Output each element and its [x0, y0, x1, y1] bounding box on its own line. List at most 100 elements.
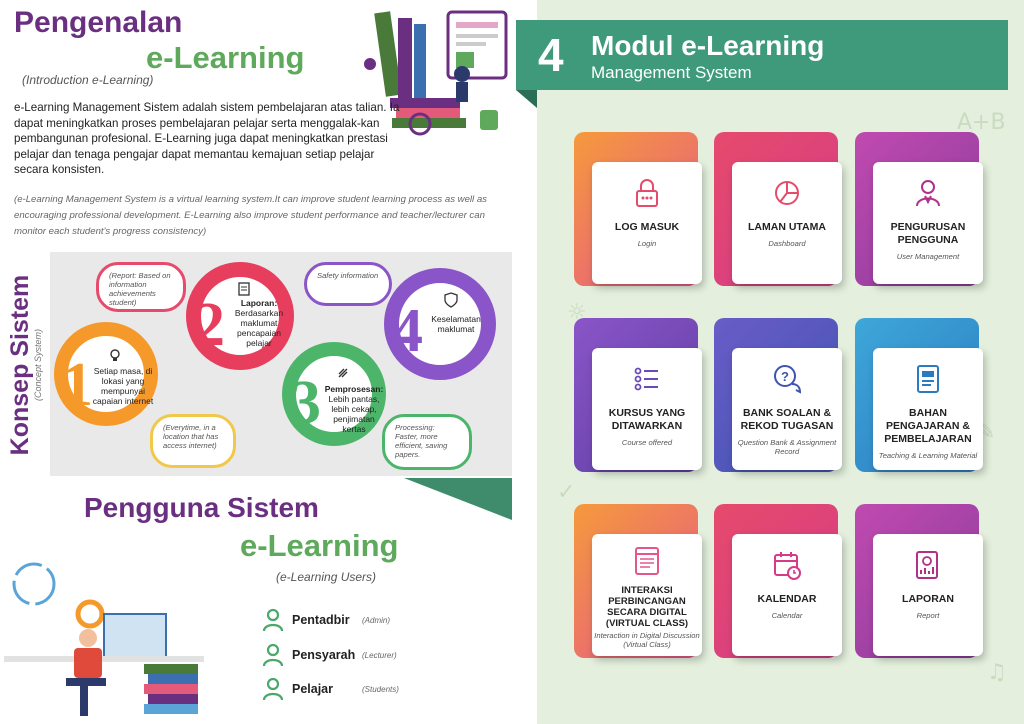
- concept-title: Konsep Sistem: [6, 274, 34, 456]
- report-icon: [916, 551, 938, 579]
- user-row-lecturer: Pensyarah (Lecturer): [262, 643, 397, 667]
- card-face: LAPORAN Report: [873, 534, 983, 656]
- question-chat-icon: ?: [774, 365, 802, 394]
- card-label: LAPORAN: [902, 593, 954, 605]
- modules-title: Modul e-Learning: [591, 30, 825, 61]
- concept-note-3: Processing: Faster, more efficient, savi…: [382, 414, 472, 470]
- left-panel: Pengenalan e-Learning (Introduction e-Le…: [0, 6, 512, 716]
- card-english: Login: [637, 239, 657, 248]
- module-card-calendar[interactable]: KALENDAR Calendar: [714, 504, 842, 658]
- card-face: BAHAN PENGAJARAN & PEMBELAJARAN Teaching…: [873, 348, 983, 470]
- section-divider-triangle: [404, 478, 512, 520]
- card-label: LOG MASUK: [614, 221, 680, 233]
- module-card-question-bank[interactable]: ? BANK SOALAN & REKOD TUGASAN Question B…: [714, 318, 842, 472]
- card-face: KALENDAR Calendar: [732, 534, 842, 656]
- concept-number-3: 3: [290, 369, 321, 437]
- doodle-icon: A+B: [957, 110, 1006, 135]
- users-title: Pengguna Sistem: [84, 492, 319, 523]
- intro-paragraph: e-Learning Management Sistem adalah sist…: [14, 101, 400, 176]
- concept-side: [0, 252, 50, 476]
- student-laptop-illustration-icon: [4, 562, 204, 716]
- user-name: Pentadbir: [292, 613, 350, 627]
- user-icon: [262, 677, 284, 701]
- user-row-admin: Pentadbir (Admin): [262, 608, 390, 632]
- card-label: PENGURUSAN PENGGUNA: [890, 221, 966, 246]
- concept-desc-2: Berdasarkan maklumat pencapaian pelajar: [234, 308, 284, 348]
- module-card-login[interactable]: LOG MASUK Login: [574, 132, 702, 286]
- card-english: Question Bank & Assignment Record: [737, 438, 837, 456]
- card-face: KURSUS YANG DITAWARKAN Course offered: [592, 348, 702, 470]
- shield-icon: [444, 292, 458, 308]
- card-english: Course offered: [621, 438, 673, 447]
- intro-title: Pengenalan: [14, 6, 183, 39]
- module-card-report[interactable]: LAPORAN Report: [855, 504, 983, 658]
- concept-number-2: 2: [194, 291, 225, 359]
- module-card-dashboard[interactable]: LAMAN UTAMA Dashboard: [714, 132, 842, 286]
- card-face: PENGURUSAN PENGGUNA User Management: [873, 162, 983, 284]
- svg-text:?: ?: [781, 369, 789, 384]
- concept-note-2: (Report: Based on information achievemen…: [96, 262, 186, 312]
- intro-english: (Introduction e-Learning): [22, 73, 154, 87]
- user-icon: [262, 643, 284, 667]
- concept-bold-3: Pemprosesan:: [324, 384, 384, 394]
- card-english: Dashboard: [768, 239, 806, 248]
- concept-note-1: (Everytime, in a location that has acces…: [150, 414, 236, 468]
- lock-icon: [636, 179, 658, 207]
- list-icon: [634, 367, 658, 391]
- modules-header: [516, 20, 1008, 90]
- concept-desc-3: Lebih pantas, lebih cekap, penjimatan ke…: [328, 394, 380, 434]
- module-card-teaching-material[interactable]: BAHAN PENGAJARAN & PEMBELAJARAN Teaching…: [855, 318, 983, 472]
- lightbulb-icon: [110, 349, 120, 361]
- concept-bold-2: Laporan:: [240, 298, 278, 308]
- intro-subtitle: e-Learning: [146, 40, 305, 75]
- card-english: Interaction in Digital Discussion (Virtu…: [594, 631, 700, 649]
- card-english: User Management: [896, 252, 960, 261]
- concept-text-3: Pemprosesan:Lebih pantas, lebih cekap, p…: [324, 384, 384, 434]
- concept-text-1: Setiap masa, di lokasi yang mempunyai ca…: [92, 366, 154, 406]
- card-label: INTERAKSI PERBINCANGAN SECARA DIGITAL (V…: [605, 585, 689, 629]
- web-window-icon: [635, 547, 659, 575]
- card-label: BANK SOALAN & REKOD TUGASAN: [740, 407, 834, 432]
- concept-number-1: 1: [62, 351, 93, 419]
- concept-text-2: Laporan:Berdasarkan maklumat pencapaian …: [232, 298, 286, 348]
- user-name: Pensyarah: [292, 648, 356, 662]
- doodle-icon: ✓: [557, 480, 576, 505]
- card-english: Report: [916, 611, 940, 620]
- card-face: ? BANK SOALAN & REKOD TUGASAN Question B…: [732, 348, 842, 470]
- rocket-icon: [338, 368, 348, 378]
- card-label: LAMAN UTAMA: [748, 221, 826, 233]
- module-card-courses[interactable]: KURSUS YANG DITAWARKAN Course offered: [574, 318, 702, 472]
- card-label: BAHAN PENGAJARAN & PEMBELAJARAN: [884, 407, 972, 445]
- users-english: (e-Learning Users): [276, 570, 377, 584]
- user-english: (Lecturer): [362, 650, 397, 660]
- card-face: LAMAN UTAMA Dashboard: [732, 162, 842, 284]
- report-doc-icon: [238, 282, 250, 296]
- users-subtitle: e-Learning: [240, 528, 399, 563]
- module-card-virtual-class[interactable]: INTERAKSI PERBINCANGAN SECARA DIGITAL (V…: [574, 504, 702, 658]
- intro-paragraph-english: (e-Learning Management System is a virtu…: [14, 194, 487, 237]
- user-icon: [916, 180, 940, 207]
- doodle-icon: ♫: [987, 660, 1007, 685]
- card-label: KURSUS YANG DITAWARKAN: [608, 407, 686, 432]
- header-fold: [516, 90, 537, 108]
- module-card-user-management[interactable]: PENGURUSAN PENGGUNA User Management: [855, 132, 983, 286]
- user-row-students: Pelajar (Students): [262, 677, 399, 701]
- pie-chart-icon: [775, 181, 799, 205]
- concept-text-4: Keselamatan maklumat: [431, 314, 481, 334]
- card-label: KALENDAR: [757, 593, 817, 605]
- modules-subtitle: Management System: [591, 63, 752, 82]
- books-illustration-icon: [364, 10, 508, 136]
- card-english: Teaching & Learning Material: [878, 451, 978, 460]
- modules-number: 4: [538, 29, 564, 81]
- card-english: Calendar: [771, 611, 803, 620]
- user-english: (Students): [362, 684, 399, 694]
- card-face: LOG MASUK Login: [592, 162, 702, 284]
- document-icon: [917, 365, 939, 393]
- user-icon: [262, 608, 284, 632]
- concept-note-4: Safety information: [304, 262, 392, 306]
- user-english: (Admin): [362, 615, 391, 625]
- concept-english: (Concept System): [33, 328, 43, 402]
- concept-title-block: Konsep Sistem (Concept System): [6, 270, 43, 460]
- concept-number-4: 4: [392, 297, 423, 365]
- card-face: INTERAKSI PERBINCANGAN SECARA DIGITAL (V…: [592, 534, 702, 656]
